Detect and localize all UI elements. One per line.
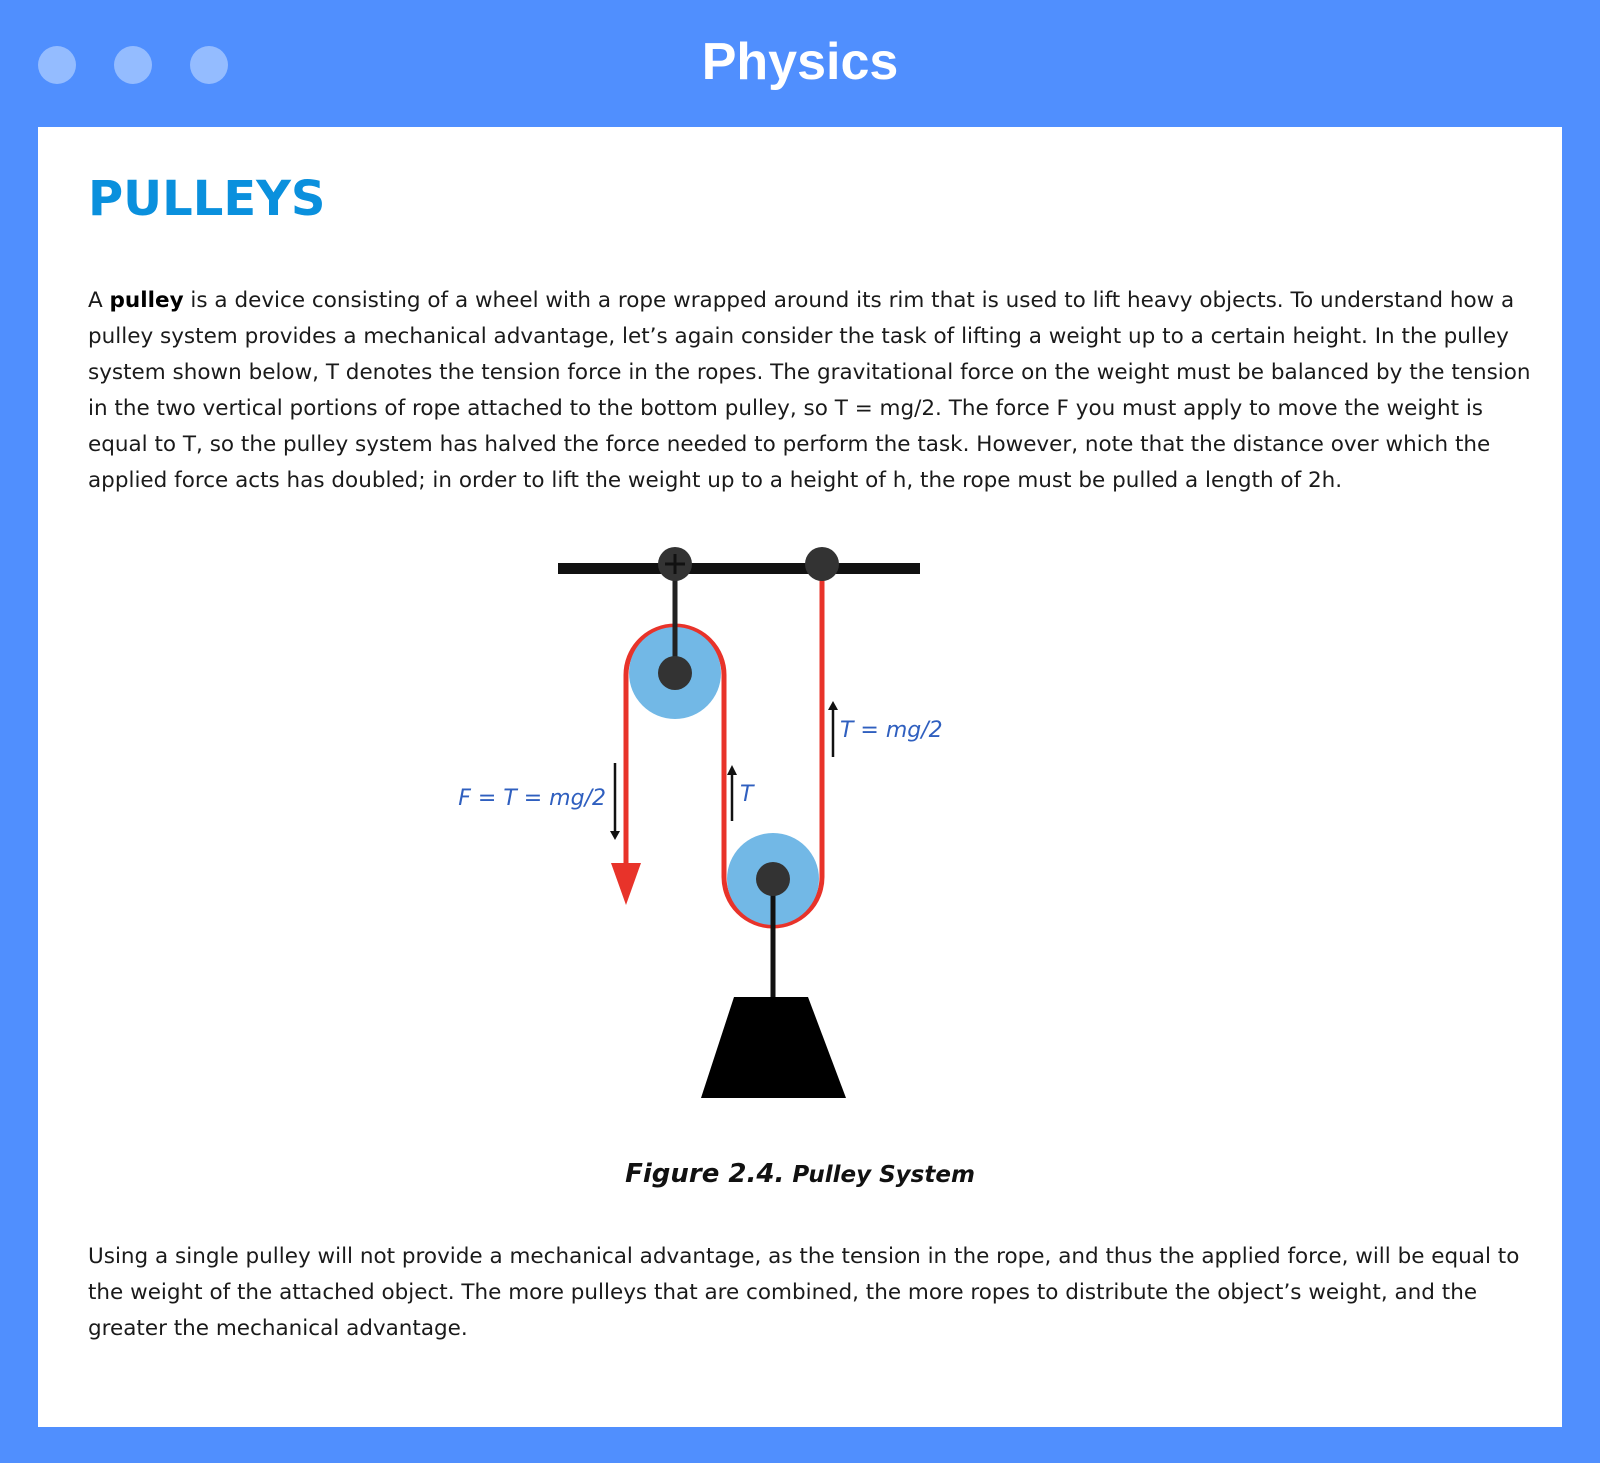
right-anchor bbox=[805, 547, 839, 581]
force-label: F = T = mg/2 bbox=[458, 786, 606, 811]
page-title: PULLEYS bbox=[88, 171, 326, 227]
pulley-diagram: F = T = mg/2 T T = mg/2 bbox=[458, 547, 943, 1098]
content-panel: PULLEYS A pulley is a device consisting … bbox=[38, 127, 1562, 1427]
closing-paragraph: Using a single pulley will not provide a… bbox=[88, 1244, 1520, 1341]
figure-caption: Figure 2.4. Pulley System bbox=[38, 1157, 1562, 1194]
window-minimize-button[interactable] bbox=[114, 46, 152, 84]
window-title: Physics bbox=[701, 33, 899, 91]
top-pulley-axle bbox=[658, 656, 692, 690]
weight-block bbox=[701, 997, 846, 1098]
window-close-button[interactable] bbox=[38, 46, 76, 84]
force-arrowhead bbox=[611, 863, 641, 905]
rope bbox=[623, 569, 825, 929]
intro-body: is a device consisting of a wheel with a… bbox=[88, 288, 1531, 493]
intro-prefix: A bbox=[88, 288, 110, 313]
caption-number: Figure 2.4. bbox=[625, 1159, 785, 1189]
tension-label-right: T = mg/2 bbox=[840, 718, 943, 743]
ceiling-bar bbox=[558, 563, 920, 574]
window-maximize-button[interactable] bbox=[190, 46, 228, 84]
term-pulley: pulley bbox=[109, 288, 184, 313]
tension-label-middle: T bbox=[740, 782, 755, 807]
intro-paragraph: A pulley is a device consisting of a whe… bbox=[88, 283, 1538, 499]
caption-text: Pulley System bbox=[784, 1162, 975, 1188]
bottom-pulley-axle bbox=[756, 862, 790, 896]
window-titlebar: Physics bbox=[0, 0, 1600, 126]
